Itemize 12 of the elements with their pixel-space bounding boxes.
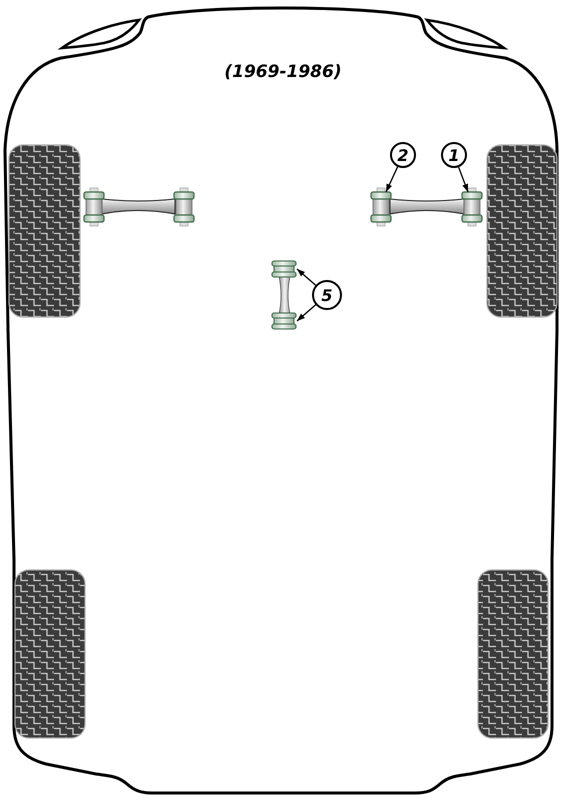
diagram-title: (1969-1986) (224, 62, 342, 82)
bush (271, 260, 297, 278)
bush (461, 188, 483, 226)
callout-number: 2 (390, 142, 416, 168)
callout-number: 5 (312, 280, 342, 310)
leader-line (458, 166, 469, 192)
bush (271, 312, 297, 330)
leader-line (385, 166, 398, 192)
leader-line (296, 304, 316, 322)
callout-number: 1 (441, 142, 467, 168)
bush (370, 188, 392, 226)
leader-line (296, 268, 316, 286)
